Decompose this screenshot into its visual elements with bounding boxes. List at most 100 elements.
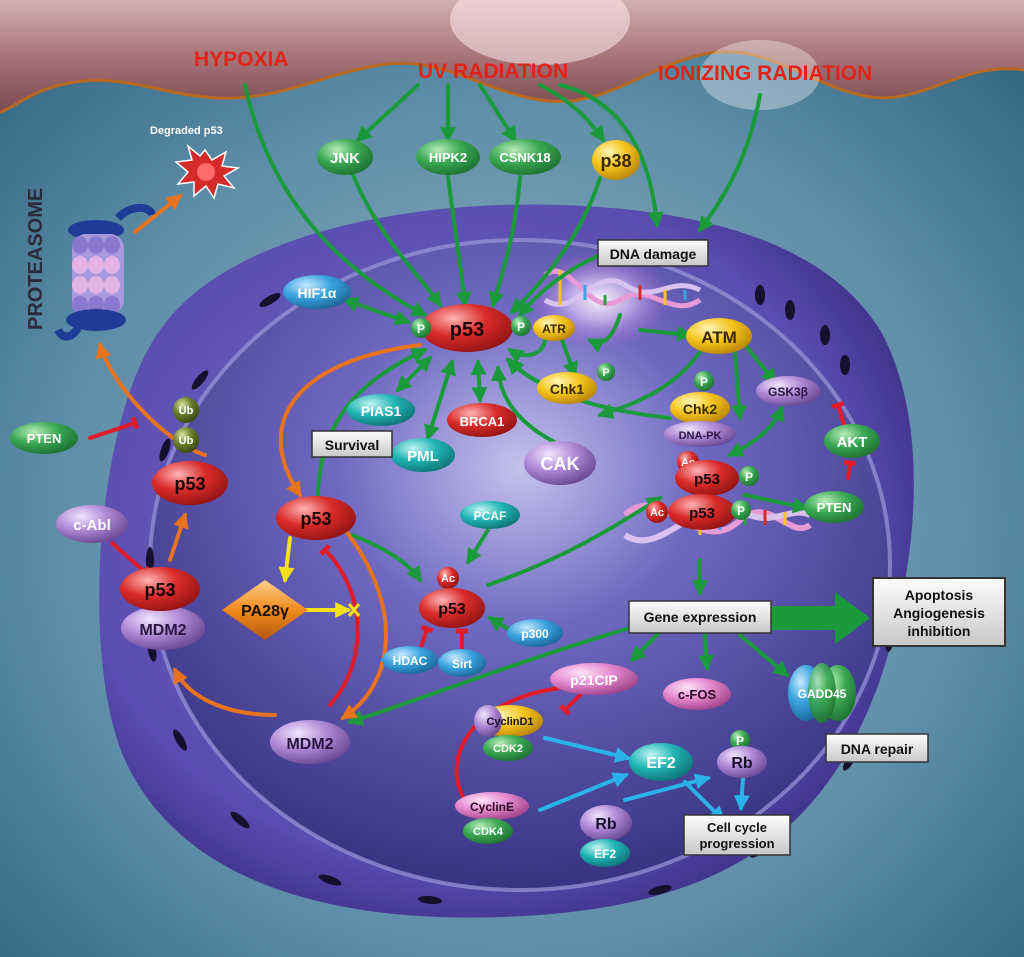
node-p53-mid-text: p53 <box>300 509 331 529</box>
box-apoptosis-line3: inhibition <box>908 623 971 639</box>
node-cdk4-text: CDK4 <box>473 826 504 838</box>
box-dna-damage: DNA damage <box>597 239 709 267</box>
box-cell-cycle-line2: progression <box>699 836 774 851</box>
node-ac-mid: Ac <box>437 567 459 589</box>
node-akt: AKT <box>824 424 880 458</box>
node-gadd45-text: GADD45 <box>798 687 847 701</box>
node-csnk: CSNK18 <box>489 139 561 175</box>
node-p53-dna1-text: p53 <box>694 471 720 488</box>
node-pcaf-text: PCAF <box>474 509 507 523</box>
box-dna-repair: DNA repair <box>825 733 929 763</box>
node-ac-dna2: Ac <box>646 501 668 523</box>
node-chk1-text: Chk1 <box>550 381 584 397</box>
node-brca1-text: BRCA1 <box>460 414 505 429</box>
node-ac-mid-text: Ac <box>441 573 455 585</box>
node-atm-text: ATM <box>701 328 737 347</box>
node-p53-mdm-text: p53 <box>144 580 175 600</box>
node-chk2-p: P <box>694 371 714 391</box>
node-jnk: JNK <box>317 139 373 175</box>
hypoxia-label: HYPOXIA <box>194 48 289 71</box>
proteasome-label: PROTEASOME <box>25 188 47 330</box>
node-pten-right: PTEN <box>804 491 864 523</box>
node-p21-text: p21CIP <box>570 672 617 688</box>
node-p-left: P <box>411 318 431 338</box>
node-p300-text: p300 <box>521 627 549 641</box>
node-p-right: P <box>511 316 531 336</box>
node-mdm2-bottom-text: MDM2 <box>286 736 333 753</box>
node-hipk2: HIPK2 <box>416 139 480 175</box>
node-atr-text: ATR <box>542 322 566 336</box>
node-hif1a-text: HIF1α <box>298 285 337 301</box>
node-chk2-text: Chk2 <box>683 401 717 417</box>
node-pias1: PIAS1 <box>347 394 415 426</box>
box-survival-text: Survival <box>325 437 379 453</box>
node-p53-ac: p53 <box>419 588 485 628</box>
node-cyclind1: CyclinD1 <box>474 705 543 737</box>
node-rb-b: Rb <box>580 805 632 841</box>
node-sirt-text: Sirt <box>452 657 472 671</box>
node-ac-dna2-text: Ac <box>650 507 664 519</box>
node-p-dna2: P <box>731 500 751 520</box>
node-rb-a: Rb <box>717 746 767 778</box>
node-gsk3b-text: GSK3β <box>768 385 808 399</box>
node-p53-mdm: p53 <box>120 567 200 611</box>
node-hif1a: HIF1α <box>283 275 351 309</box>
node-cabl: c-Abl <box>56 505 128 543</box>
box-survival: Survival <box>311 430 393 458</box>
node-pml: PML <box>391 438 455 472</box>
node-cdk4: CDK4 <box>463 818 513 844</box>
node-mdm2-top-text: MDM2 <box>139 622 186 639</box>
node-pten-left-text: PTEN <box>27 431 62 446</box>
node-pml-text: PML <box>407 448 439 465</box>
node-brca1: BRCA1 <box>447 403 517 437</box>
node-dnapk-text: DNA-PK <box>679 430 722 442</box>
box-gene-expression-text: Gene expression <box>644 609 757 625</box>
node-p-dna1-text: P <box>745 470 753 484</box>
node-p53-mid: p53 <box>276 496 356 540</box>
node-csnk-text: CSNK18 <box>499 150 550 165</box>
node-p-left-text: P <box>417 322 425 336</box>
node-hdac: HDAC <box>382 646 438 674</box>
node-ef2-a-text: EF2 <box>646 755 675 772</box>
node-cak-text: CAK <box>541 454 580 474</box>
node-chk1: Chk1 <box>537 372 597 404</box>
box-dna-repair-text: DNA repair <box>841 741 914 757</box>
box-apoptosis: Apoptosis Angiogenesis inhibition <box>872 577 1006 647</box>
node-pa28-text: PA28γ <box>241 603 289 620</box>
node-cycline: CyclinE <box>455 792 529 820</box>
node-atr: ATR <box>533 315 575 341</box>
node-rb-b-text: Rb <box>595 816 617 833</box>
node-pten-right-text: PTEN <box>817 500 852 515</box>
uv-radiation-label: UV RADIATION <box>418 60 568 83</box>
node-p300: p300 <box>507 619 563 647</box>
node-ef2-b-text: EF2 <box>594 847 616 861</box>
node-cyclind1-text: CyclinD1 <box>486 716 533 728</box>
node-cfos-text: c-FOS <box>678 687 717 702</box>
node-pcaf: PCAF <box>460 501 520 529</box>
node-rb-p-text: P <box>736 734 744 748</box>
node-ub1: Ub <box>173 397 199 423</box>
node-p53-dna2: p53 <box>668 494 736 530</box>
degraded-p53-label: Degraded p53 <box>150 125 223 137</box>
node-chk2-p-text: P <box>700 375 708 389</box>
box-apoptosis-line2: Angiogenesis <box>893 605 985 621</box>
node-pa28: PA28γ <box>222 580 308 640</box>
node-mdm2-top: MDM2 <box>121 606 205 650</box>
node-p-dna2-text: P <box>737 504 745 518</box>
node-ub1-text: Ub <box>179 405 194 417</box>
node-atm: ATM <box>686 318 752 354</box>
box-gene-expression: Gene expression <box>628 600 772 634</box>
node-p21: p21CIP <box>550 663 638 695</box>
node-sirt: Sirt <box>438 649 486 677</box>
node-rb-a-text: Rb <box>731 755 753 772</box>
node-jnk-text: JNK <box>330 150 360 167</box>
node-mdm2-bottom: MDM2 <box>270 720 350 764</box>
node-chk1-p: P <box>597 363 615 381</box>
node-p-right-text: P <box>517 320 525 334</box>
node-cak: CAK <box>524 441 596 485</box>
node-cabl-text: c-Abl <box>73 517 111 534</box>
node-cdk2: CDK2 <box>483 735 533 761</box>
node-p53-dna1: p53 <box>675 460 739 496</box>
node-p38-text: p38 <box>600 151 631 171</box>
box-apoptosis-line1: Apoptosis <box>905 587 974 603</box>
